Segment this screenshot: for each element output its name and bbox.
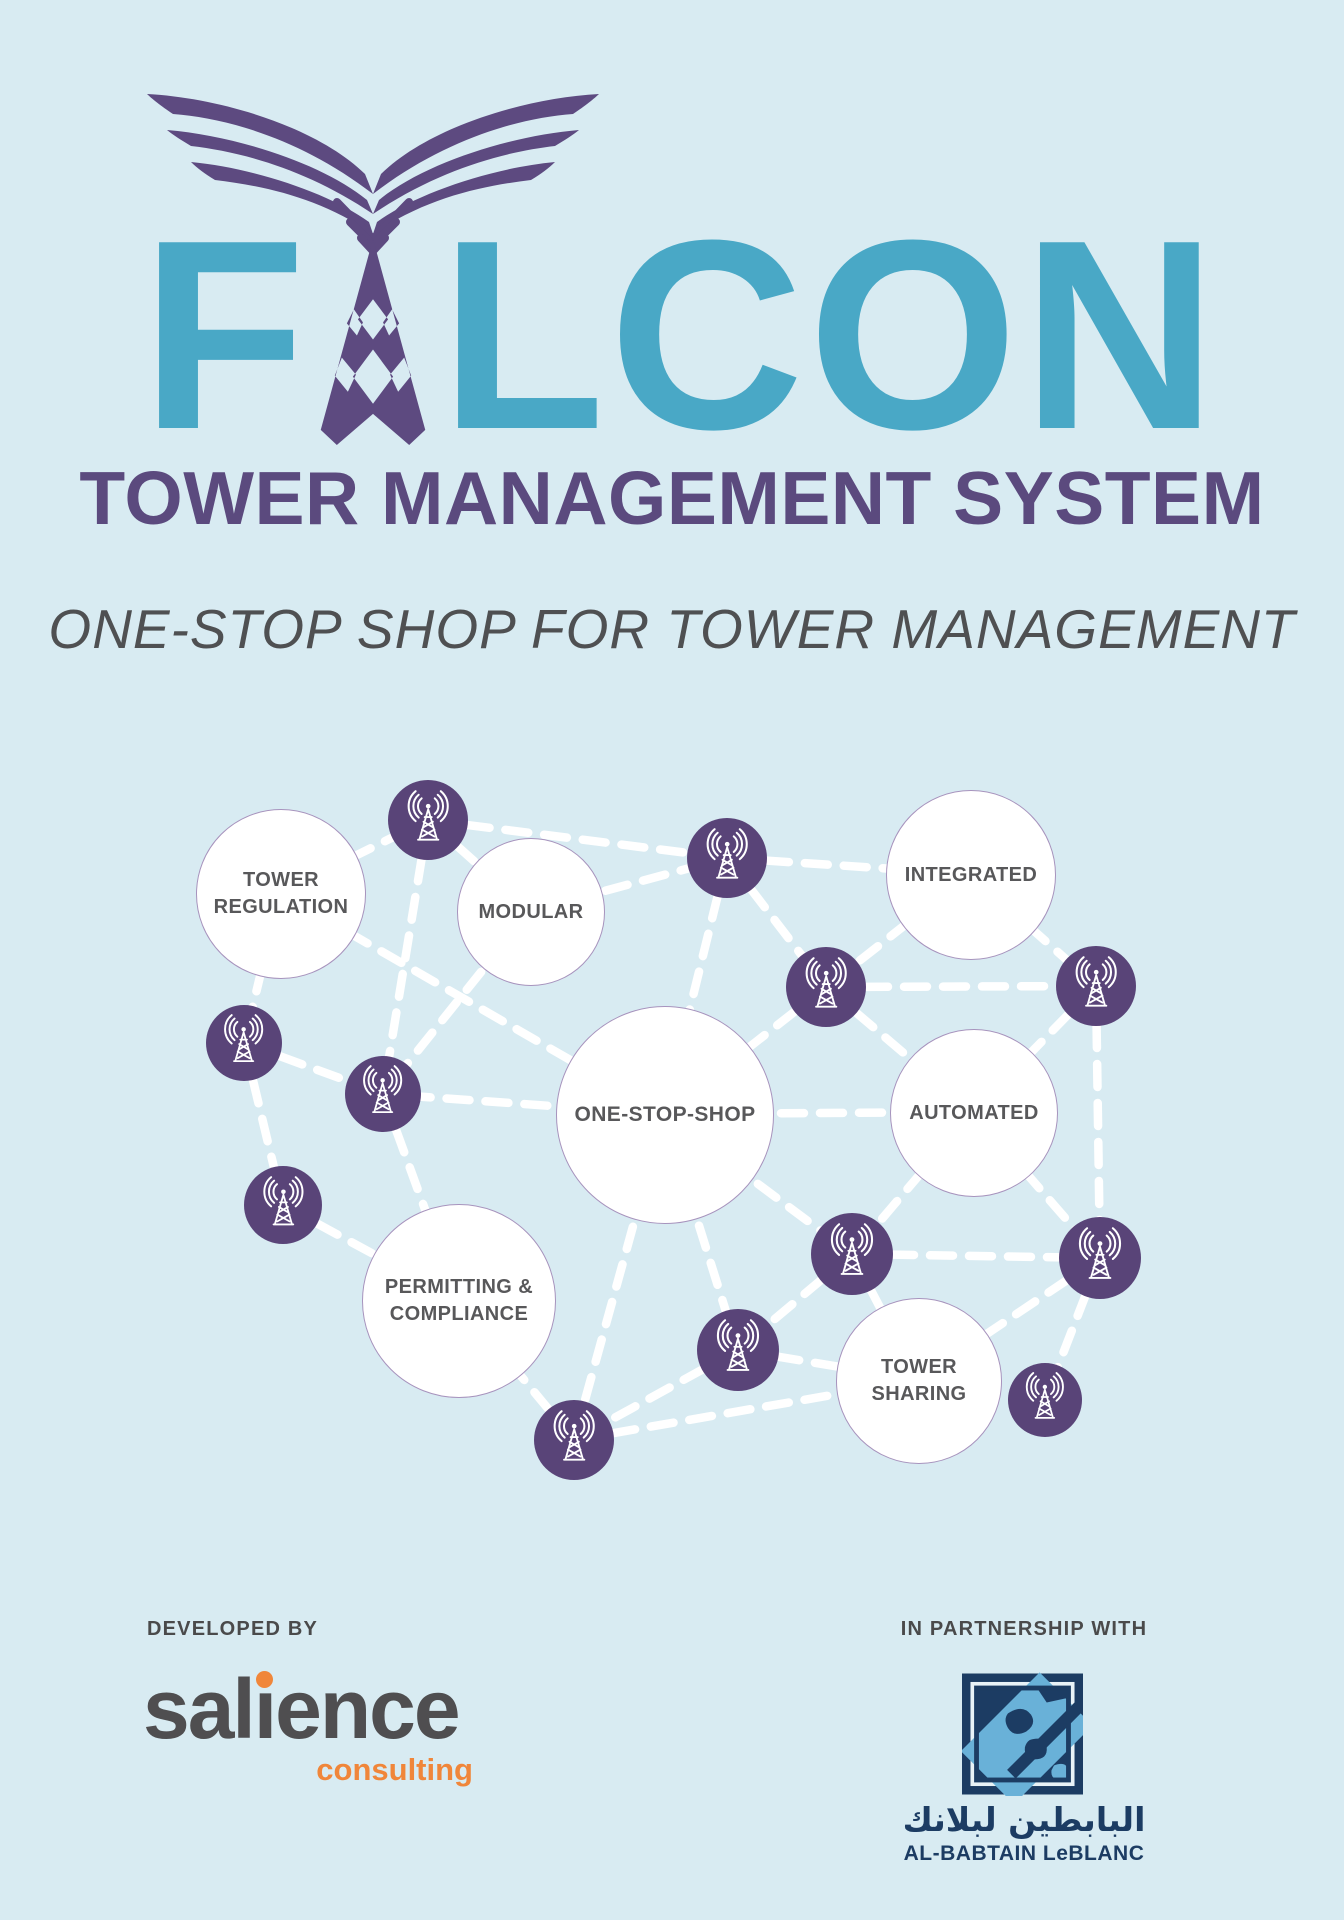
network-node — [811, 1213, 893, 1295]
network-node — [697, 1309, 779, 1391]
broadcast-tower-icon — [795, 956, 857, 1018]
hub-label: TOWER — [880, 1356, 958, 1378]
network-node — [1056, 946, 1136, 1026]
partner-latin-name: AL-BABTAIN LeBLANC — [903, 1842, 1145, 1865]
hub-label: INTEGRATED — [904, 863, 1038, 886]
lattice-tower-icon — [320, 239, 426, 445]
hub-permitting-compliance: PERMITTING & COMPLIANCE — [362, 1204, 556, 1398]
broadcast-tower-icon — [1016, 1371, 1074, 1429]
hub-label: COMPLIANCE — [389, 1303, 529, 1325]
salience-text: ence — [275, 1662, 460, 1756]
broadcast-tower-icon — [820, 1222, 884, 1286]
network-node — [687, 818, 767, 898]
hub-label: AUTOMATED — [909, 1101, 1039, 1124]
hub-modular: MODULAR — [457, 838, 605, 986]
salience-text: sal — [143, 1662, 256, 1756]
network-node — [1008, 1363, 1082, 1437]
broadcast-tower-icon — [253, 1175, 314, 1236]
network-node — [786, 947, 866, 1027]
hub-label: TOWER — [242, 869, 320, 891]
developed-by-label: DEVELOPED BY — [147, 1618, 319, 1640]
partnership-block: IN PARTNERSHIP WITH — [854, 1618, 1194, 1641]
hub-label: PERMITTING & — [384, 1276, 534, 1298]
in-partnership-with-label: IN PARTNERSHIP WITH — [900, 1618, 1148, 1640]
broadcast-tower-icon — [706, 1318, 770, 1382]
broadcast-tower-icon — [696, 827, 758, 889]
hub-label: MODULAR — [478, 900, 584, 923]
al-babtain-leblanc-monogram-icon — [962, 1672, 1083, 1796]
network-node — [206, 1005, 282, 1081]
broadcast-tower-icon — [214, 1013, 273, 1072]
broadcast-tower-icon — [543, 1409, 605, 1471]
salience-consulting-label: consulting — [316, 1752, 473, 1787]
salience-orange-dot-icon — [256, 1671, 274, 1688]
broadcast-tower-icon — [397, 789, 459, 851]
network-node — [534, 1400, 614, 1480]
hub-label: REGULATION — [213, 896, 349, 918]
network-node — [388, 780, 468, 860]
partner-arabic-name: البابطين لبلانك — [902, 1800, 1146, 1839]
network-node — [244, 1166, 322, 1244]
falcon-wordmark-first: F — [141, 185, 310, 486]
broadcast-tower-icon — [1065, 955, 1127, 1017]
tagline: ONE-STOP SHOP FOR TOWER MANAGEMENT — [48, 598, 1296, 660]
hub-automated: AUTOMATED — [890, 1029, 1058, 1197]
hub-label: SHARING — [871, 1383, 967, 1405]
hub-one-stop-shop: ONE-STOP-SHOP — [556, 1006, 774, 1224]
falcon-wordmark-rest: LCON — [440, 185, 1221, 486]
hub-integrated: INTEGRATED — [886, 790, 1056, 960]
network-node — [1059, 1217, 1141, 1299]
network-node — [345, 1056, 421, 1132]
wordmark-subtitle: TOWER MANAGEMENT SYSTEM — [79, 456, 1265, 540]
salience-i: ı — [254, 1664, 277, 1754]
hub-tower-regulation: TOWER REGULATION — [196, 809, 366, 979]
hub-label: ONE-STOP-SHOP — [574, 1103, 756, 1126]
hub-tower-sharing: TOWER SHARING — [836, 1298, 1002, 1464]
broadcast-tower-icon — [353, 1064, 412, 1123]
broadcast-tower-icon — [1068, 1226, 1132, 1290]
